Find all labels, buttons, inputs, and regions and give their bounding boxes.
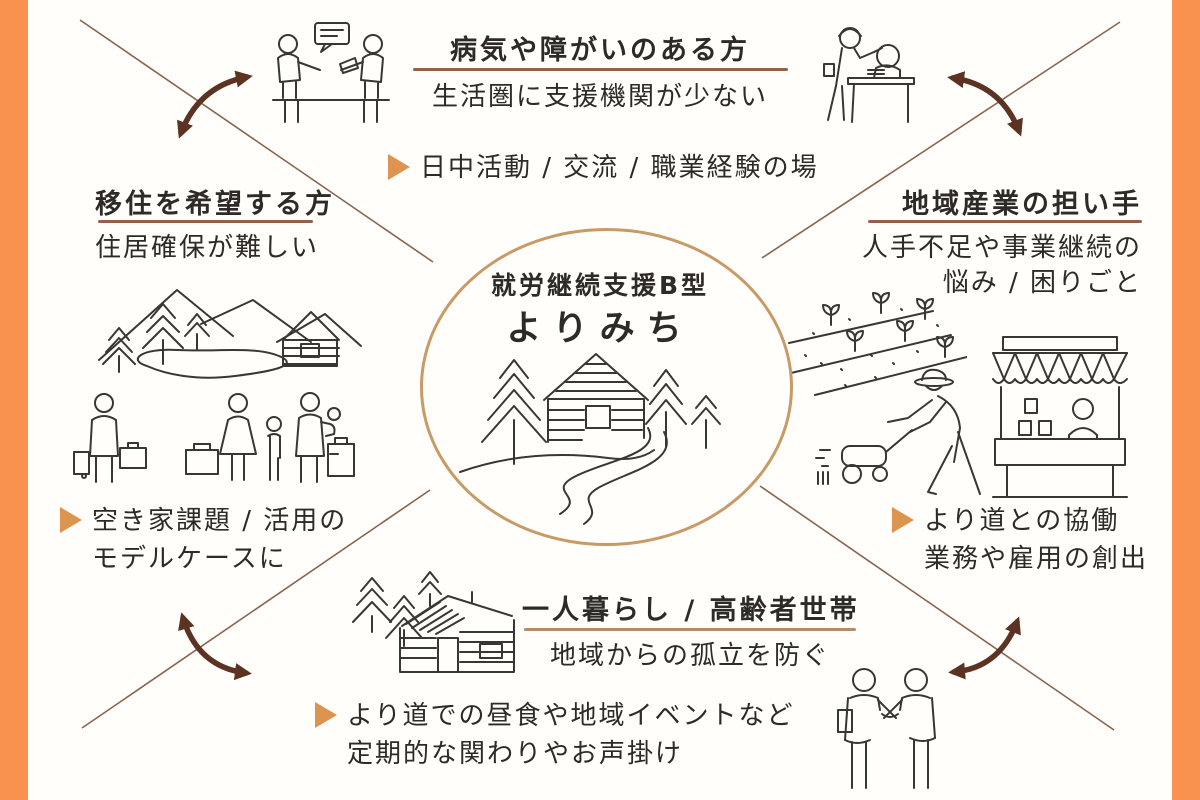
left-solution-line1: 空き家課題 / 活用の	[92, 506, 348, 536]
mountain-village-icon	[98, 289, 362, 379]
double-arrow-top-right	[947, 71, 1023, 137]
left-audience-title: 移住を希望する方	[95, 189, 335, 220]
relocating-family-icon	[73, 392, 355, 483]
center-circle	[420, 228, 793, 546]
right-audience-title: 地域産業の担い手	[902, 189, 1142, 220]
bottom-audience-title: 一人暮らし / 高齢者世帯	[522, 595, 860, 626]
left-problem-text: 住居確保が難しい	[95, 233, 320, 263]
double-arrow-top-left	[177, 70, 253, 139]
bullet-triangle-icon	[388, 154, 410, 180]
top-solution-text: 日中活動 / 交流 / 職業経験の場	[420, 153, 819, 183]
bullet-triangle-icon	[892, 507, 914, 533]
bullet-triangle-icon	[315, 702, 337, 728]
right-edge-accent-bar	[1172, 0, 1200, 800]
bottom-problem-text: 地域からの孤立を防ぐ	[549, 641, 830, 671]
center-brand-name: よりみち	[506, 309, 694, 349]
seedling-field-icon	[788, 292, 967, 396]
left-solution-line2: モデルケースに	[92, 543, 287, 574]
left-edge-accent-bar	[0, 0, 28, 800]
right-solution-line1: より道との協働	[924, 506, 1120, 536]
left-divider	[98, 220, 313, 223]
center-service-type: 就労継続支援B型	[490, 271, 710, 300]
bottom-solution-line1: より道での昼食や地域イベントなど	[347, 701, 795, 731]
conversation-icon	[272, 22, 390, 123]
log-cabin-icon	[352, 571, 515, 673]
double-arrow-bottom-right	[948, 616, 1021, 680]
craft-support-icon	[823, 27, 915, 123]
yorimichi-cabin-logo	[459, 353, 721, 525]
lawn-mowing-icon	[815, 368, 981, 495]
top-problem-text: 生活圏に支援機関が少ない	[431, 82, 768, 112]
right-solution-line2: 業務や雇用の創出	[924, 543, 1149, 574]
bottom-solution-line2: 定期的な関わりやお声掛け	[347, 738, 684, 769]
market-stall-icon	[992, 336, 1128, 498]
bullet-triangle-icon	[60, 507, 82, 533]
top-audience-title: 病気や障がいのある方	[450, 35, 750, 66]
bottom-divider	[524, 628, 856, 631]
top-divider	[413, 68, 788, 71]
handshake-icon	[837, 668, 936, 789]
right-problem-line1: 人手不足や事業継続の	[861, 233, 1142, 263]
double-arrow-bottom-left	[178, 612, 252, 681]
right-problem-line2: 悩み / 困りごと	[942, 268, 1142, 298]
right-divider	[868, 220, 1142, 223]
